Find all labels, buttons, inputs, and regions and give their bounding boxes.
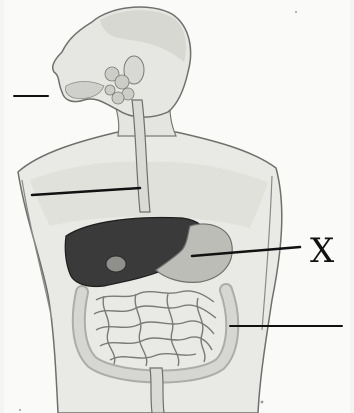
rectum bbox=[150, 368, 164, 413]
label-x: X bbox=[310, 234, 334, 268]
gallbladder bbox=[106, 256, 126, 272]
